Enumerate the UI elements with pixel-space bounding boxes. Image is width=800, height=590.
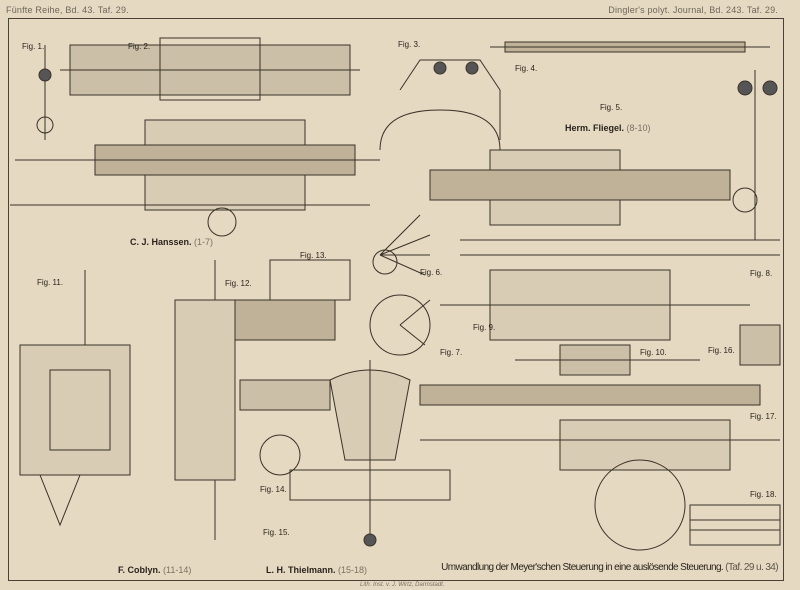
caption-ref: (11-14) [163, 565, 192, 575]
caption-thielmann: L. H. Thielmann. (15-18) [266, 565, 367, 575]
fig-2-label: Fig. 2. [128, 42, 151, 51]
fig-12-drawing [174, 260, 236, 540]
caption-name: F. Coblyn. [118, 565, 161, 575]
fig-9-drawing [440, 269, 750, 341]
fig-3-label: Fig. 3. [398, 40, 421, 49]
fig-6-label: Fig. 6. [420, 268, 443, 277]
fig-4-label: Fig. 4. [515, 64, 538, 73]
caption-name: C. J. Hanssen. [130, 237, 192, 247]
fig-10-label: Fig. 10. [640, 348, 667, 357]
fig-1-drawing [36, 45, 54, 140]
caption-hanssen: C. J. Hanssen. (1-7) [130, 237, 213, 247]
fig-11-drawing [19, 270, 131, 527]
fig-16-label: Fig. 16. [708, 346, 735, 355]
caption-coblyn: F. Coblyn. (11-14) [118, 565, 191, 575]
fig-7-drawing [369, 294, 431, 356]
caption-ref: (8-10) [626, 123, 651, 133]
fig-15-drawing [289, 360, 451, 547]
caption-fliegel: Herm. Fliegel. (8-10) [565, 123, 651, 133]
fig-16-drawing [739, 324, 781, 366]
fig-10-drawing [515, 344, 700, 376]
caption-name: L. H. Thielmann. [266, 565, 336, 575]
title-ref: (Taf. 29 u. 34) [725, 562, 778, 573]
fig-13-drawing [234, 259, 351, 341]
fig-9-label: Fig. 9. [473, 323, 496, 332]
fig-11-label: Fig. 11. [37, 278, 64, 287]
fig-15-label: Fig. 15. [263, 528, 290, 537]
caption-ref: (15-18) [338, 565, 368, 575]
fig-18-label: Fig. 18. [750, 490, 777, 499]
fig-18-drawing [689, 504, 781, 546]
fig-4-drawing [490, 41, 770, 53]
fig-8-label: Fig. 8. [750, 269, 773, 278]
fig-7-label: Fig. 7. [440, 348, 463, 357]
hanssen-engine-drawing [10, 119, 380, 237]
header-right: Dingler's polyt. Journal, Bd. 243. Taf. … [608, 5, 778, 15]
fig-2-drawing [60, 37, 360, 101]
fliegel-engine-drawing [429, 70, 780, 256]
fig-5-label: Fig. 5. [600, 103, 623, 112]
fig-14-label: Fig. 14. [260, 485, 287, 494]
plate-title: Umwandlung der Meyer'schen Steuerung in … [441, 562, 778, 573]
fig-3-drawing [379, 59, 501, 151]
fig-17-label: Fig. 17. [750, 412, 777, 421]
header-left: Fünfte Reihe, Bd. 43. Taf. 29. [6, 5, 129, 15]
plate-frame [8, 18, 784, 581]
title-text: Umwandlung der Meyer'schen Steuerung in … [441, 562, 724, 573]
fig-14-drawing [239, 379, 331, 476]
fig-12-label: Fig. 12. [225, 279, 252, 288]
caption-ref: (1-7) [194, 237, 214, 247]
fig-13-label: Fig. 13. [300, 251, 327, 260]
fig-1-label: Fig. 1. [22, 42, 45, 51]
fig-17-drawing [419, 384, 780, 551]
caption-name: Herm. Fliegel. [565, 123, 625, 133]
fig-6-drawing [372, 214, 431, 276]
printer-imprint: Lith. Inst. v. J. Wirtz, Darmstadt. [360, 582, 445, 588]
